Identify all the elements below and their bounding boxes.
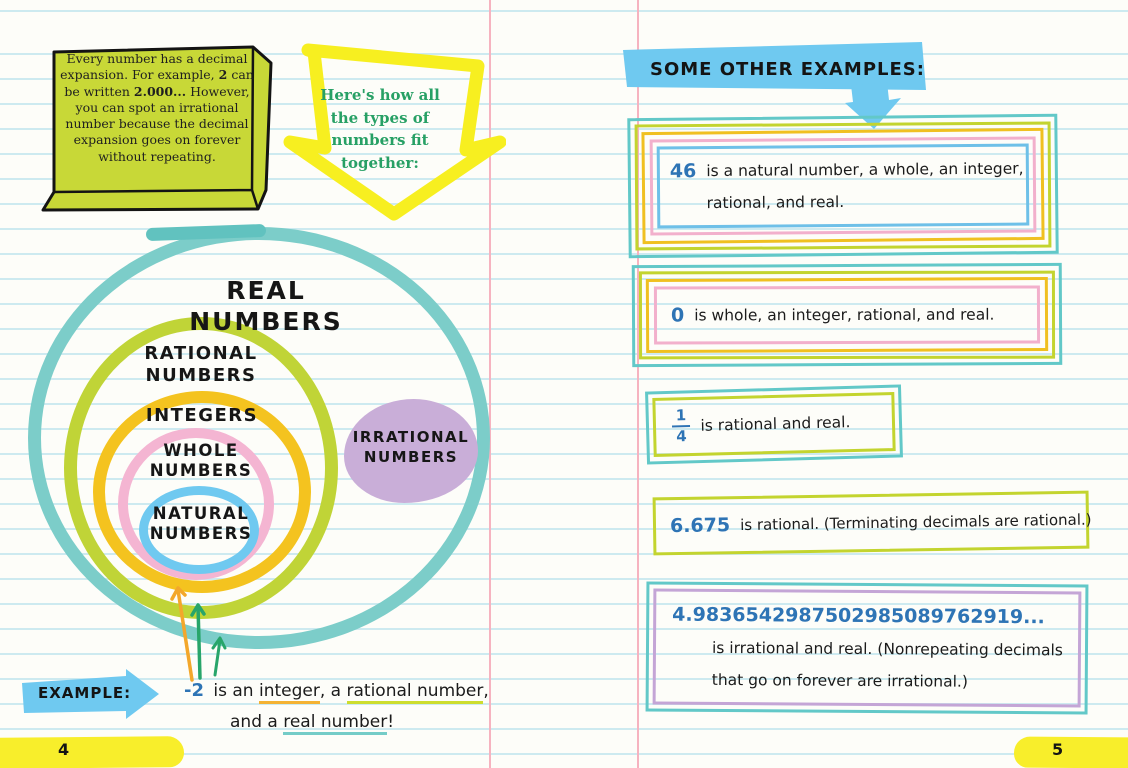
banner-highlight-shape [623, 42, 926, 90]
card-line: is whole, an integer, rational, and real… [694, 305, 995, 325]
example-arrow-highlight [22, 669, 159, 719]
card-ring-green: 1 4 is rational and real. [652, 392, 896, 457]
card-ring-yellow: 0 is whole, an integer, rational, and re… [645, 276, 1049, 354]
note-box-outline [41, 45, 273, 212]
card-line: rational, and real. [706, 192, 845, 213]
example-text: , a [319, 681, 342, 701]
card-line: is rational. (Terminating decimals are r… [739, 510, 1092, 535]
example-line2: and a real number! [230, 707, 494, 738]
example-text: , [483, 681, 489, 701]
note-text-bold1: 2 [218, 67, 228, 83]
flow-note-line: the types of [330, 108, 430, 127]
card-number: 6.675 [669, 514, 731, 538]
card-line: is irrational and real. (Nonrepeating de… [711, 638, 1063, 660]
label-rational-numbers: RATIONAL NUMBERS [144, 343, 258, 386]
green-pointer-arrow [196, 604, 202, 680]
example-number: -2 [184, 680, 204, 701]
example-text: ! [387, 712, 395, 732]
card-ring-green: 0 is whole, an integer, rational, and re… [638, 270, 1056, 360]
card-line: is a natural number, a whole, an integer… [706, 159, 1024, 181]
page-number-right: 5 [1052, 740, 1064, 759]
card-number: 46 [669, 160, 697, 183]
right-arrow-shape [22, 669, 159, 719]
card-ring-pink: 46 is a natural number, a whole, an inte… [649, 136, 1037, 236]
ring-natural-numbers [139, 486, 259, 574]
footer-highlight-left [0, 736, 185, 768]
down-arrow-outline-icon [283, 43, 506, 221]
note-box-edges [53, 46, 260, 210]
card-ring-teal: 0 is whole, an integer, rational, and re… [631, 262, 1063, 368]
note-text-part1: Every number has a decimal expansion. Fo… [60, 51, 248, 83]
example-text: is an [213, 681, 254, 701]
card-line: that go on forever are irrational.) [711, 670, 968, 691]
example-card-irrational: 4.9836542987502985089762919... is irrati… [645, 581, 1089, 715]
example-card-46: 46 is a natural number, a whole, an inte… [627, 113, 1059, 259]
margin-line-left-page [489, 0, 491, 768]
green-arrowhead [190, 603, 206, 617]
example-line1: -2 is an integer, a rational number, [184, 675, 494, 707]
footer-highlight-right [1013, 736, 1128, 768]
card-number: 0 [670, 304, 685, 327]
note-box-text: Every number has a decimal expansion. Fo… [56, 51, 258, 165]
real-word: real number [283, 712, 388, 735]
example-card-0: 0 is whole, an integer, rational, and re… [631, 262, 1063, 368]
card-ring-blue: 46 is a natural number, a whole, an inte… [656, 143, 1030, 229]
example-card-6675: 6.675 is rational. (Terminating decimals… [652, 490, 1092, 556]
orange-pointer-arrow [176, 588, 194, 682]
flow-note-line: together: [341, 153, 419, 172]
page-number-left: 4 [58, 740, 70, 759]
integer-word: integer [259, 681, 320, 704]
right-page-heading: SOME OTHER EXAMPLES: [650, 59, 925, 80]
pointer-arrows [170, 586, 227, 682]
card-ring-pink: 0 is whole, an integer, rational, and re… [653, 285, 1041, 345]
note-text-bold2: 2.000... [133, 83, 187, 99]
card-ring-teal: 1 4 is rational and real. [645, 384, 903, 465]
card-content: 4.9836542987502985089762919... is irrati… [656, 592, 1079, 705]
rational-word: rational number [346, 681, 484, 704]
heading-banner [623, 42, 926, 129]
card-ring-yellow: 46 is a natural number, a whole, an inte… [641, 127, 1045, 245]
note-text-part2: can be written [64, 67, 254, 99]
card-content: 46 is a natural number, a whole, an inte… [660, 147, 1027, 226]
orange-arrowhead [170, 586, 187, 601]
example-text: and a [230, 712, 278, 732]
fraction-denominator: 4 [676, 427, 687, 446]
flow-note-line: numbers fit [331, 131, 429, 149]
card-content: 1 4 is rational and real. [659, 399, 888, 449]
fraction: 1 4 [671, 406, 691, 446]
fraction-numerator: 1 [671, 406, 691, 428]
card-ring-teal: 4.9836542987502985089762919... is irrati… [645, 581, 1089, 715]
label-natural-numbers: NATURAL NUMBERS [149, 504, 253, 544]
card-line: is rational and real. [700, 413, 851, 436]
card-ring-purple: 4.9836542987502985089762919... is irrati… [652, 588, 1082, 708]
card-text: is irrational and real. (Nonrepeating de… [712, 632, 1066, 698]
card-number: 4.9836542987502985089762919... [672, 603, 1045, 629]
irrational-blob [344, 399, 478, 503]
banner-down-arrow-icon [845, 82, 901, 129]
label-whole-numbers: WHOLE NUMBERS [149, 441, 253, 481]
flow-note-line: Here's how all [320, 86, 440, 104]
example-sentence: -2 is an integer, a rational number, and… [184, 675, 494, 738]
down-arrow-path [283, 43, 506, 221]
margin-line-right-page [637, 0, 639, 768]
example-card-one-fourth: 1 4 is rational and real. [645, 384, 903, 465]
card-ring-green: 46 is a natural number, a whole, an inte… [634, 121, 1052, 251]
card-content: 6.675 is rational. (Terminating decimals… [660, 498, 1092, 549]
card-text: is a natural number, a whole, an integer… [706, 153, 1024, 219]
card-ring-green: 6.675 is rational. (Terminating decimals… [652, 490, 1092, 556]
example-label: EXAMPLE: [38, 684, 132, 702]
note-box-3d [41, 45, 273, 212]
label-irrational-numbers: IRRATIONAL NUMBERS [352, 428, 470, 466]
note-text-part3: However, you can spot an irrational numb… [65, 83, 250, 164]
ring-whole-numbers [118, 428, 274, 580]
green-arrowhead-short [211, 636, 227, 650]
label-real-numbers: REAL NUMBERS [189, 276, 343, 336]
card-content: 0 is whole, an integer, rational, and re… [661, 293, 1033, 338]
card-ring-teal: 46 is a natural number, a whole, an inte… [627, 113, 1059, 259]
green-pointer-arrow-short [213, 638, 222, 677]
label-integers: INTEGERS [145, 405, 259, 426]
flow-note: Here's how all the types of numbers fit … [300, 84, 460, 174]
